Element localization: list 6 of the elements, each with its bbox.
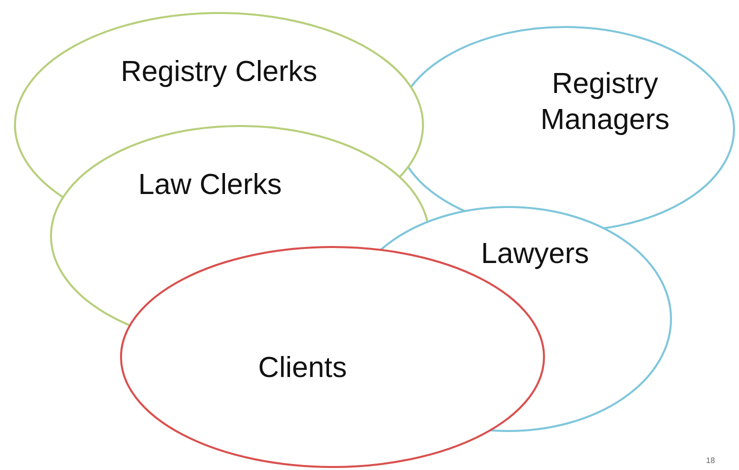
ellipse-label: Registry Clerks — [120, 55, 318, 90]
ellipse-label: Registry Managers — [540, 67, 670, 138]
ellipse-label: Lawyers — [480, 237, 590, 272]
page-number: 18 — [706, 456, 715, 465]
ellipse-label: Law Clerks — [137, 168, 283, 203]
ellipse-label: Clients — [257, 351, 348, 386]
